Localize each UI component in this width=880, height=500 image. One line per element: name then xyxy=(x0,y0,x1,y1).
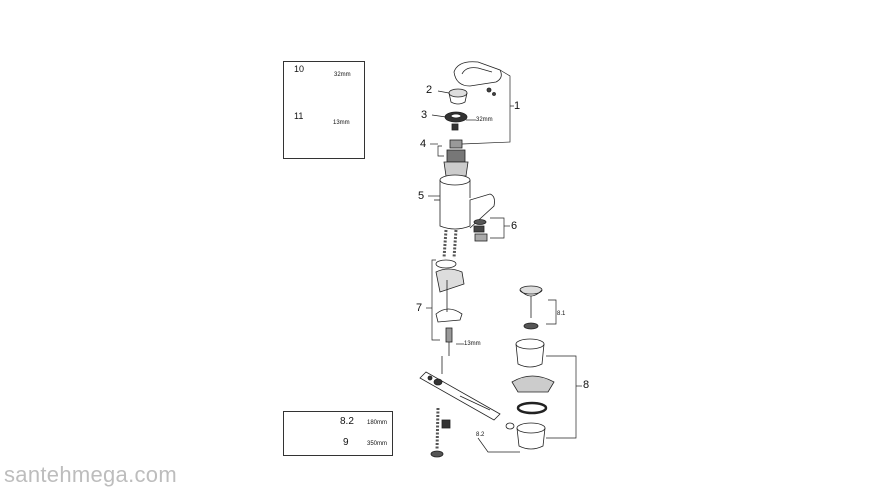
callout-8: 8 xyxy=(583,379,590,391)
spare-parts-box xyxy=(283,61,365,159)
callout-1: 1 xyxy=(514,100,521,112)
part-number-10: 10 xyxy=(294,64,305,74)
pop-up-rod xyxy=(419,356,515,430)
wrench-32mm-dim: 32mm xyxy=(476,117,493,123)
length-350mm: 350mm xyxy=(367,441,388,447)
part-number-8-2-table: 8.2 xyxy=(340,416,354,427)
cap-part xyxy=(448,88,468,105)
callout-8-1: 8.1 xyxy=(557,311,566,317)
callout-6: 6 xyxy=(511,220,518,232)
callout-5: 5 xyxy=(418,190,425,202)
callout-3: 3 xyxy=(421,109,428,121)
faucet-body xyxy=(434,174,495,230)
hose-nuts xyxy=(430,419,451,458)
watermark: santehmega.com xyxy=(4,462,177,487)
part-number-9-table: 9 xyxy=(343,437,349,448)
mounting-set xyxy=(435,259,465,356)
leader-lines xyxy=(426,69,582,453)
part-number-11: 11 xyxy=(294,111,304,121)
nut-part xyxy=(444,111,468,131)
aerator-part xyxy=(473,219,488,242)
inlet-hoses xyxy=(435,407,440,451)
size-32mm-label: 32mm xyxy=(334,72,351,78)
pop-up-plug xyxy=(519,285,543,330)
size-13mm-label: 13mm xyxy=(333,120,350,126)
callout-2: 2 xyxy=(426,84,433,96)
cartridge-part xyxy=(443,139,469,177)
hose-length-box xyxy=(283,411,393,456)
length-180mm: 180mm xyxy=(367,420,388,426)
wrench-13mm-dim: 13mm xyxy=(464,341,481,347)
callout-8-2: 8.2 xyxy=(476,432,485,438)
callout-7: 7 xyxy=(416,302,423,314)
supply-hoses xyxy=(442,229,458,259)
callout-4: 4 xyxy=(420,138,427,150)
handle-part xyxy=(453,61,502,96)
waste-body xyxy=(511,338,555,450)
